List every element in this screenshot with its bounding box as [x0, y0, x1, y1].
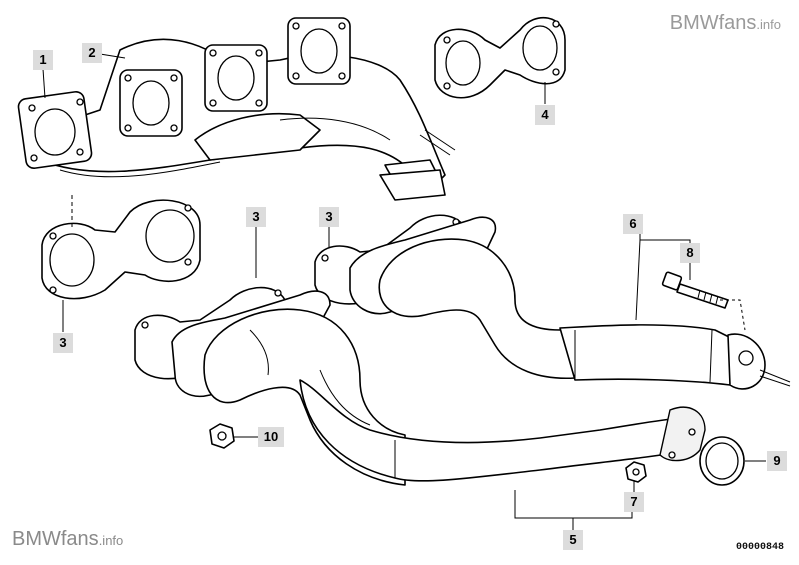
watermark-suffix: .info: [98, 533, 124, 548]
callout-10: 10: [258, 427, 284, 447]
nut-7: [625, 461, 647, 483]
gasket-4: [434, 16, 566, 99]
callout-7: 7: [624, 492, 644, 512]
callout-6: 6: [623, 214, 643, 234]
nut-10: [209, 423, 235, 449]
callout-3-middle: 3: [246, 207, 266, 227]
callout-9: 9: [767, 451, 787, 471]
watermark-brand: BMWfans: [12, 528, 99, 550]
callout-3-left: 3: [53, 333, 73, 353]
watermark-brand: BMWfans: [669, 12, 757, 34]
watermark-suffix: .info: [756, 17, 781, 32]
gasket-3-left: [41, 199, 201, 300]
callout-8: 8: [680, 243, 700, 263]
upper-exhaust-manifold: [17, 17, 456, 201]
watermark-bottom: BMWfans.info: [12, 528, 123, 551]
reference-code: 00000848: [736, 542, 785, 553]
lower-exhaust-manifold: [171, 216, 791, 486]
callout-4: 4: [535, 105, 555, 125]
callout-1: 1: [33, 50, 53, 70]
callout-3-right: 3: [319, 207, 339, 227]
watermark-top: BMWfans.info: [670, 12, 781, 35]
seal-ring-9: [699, 436, 745, 486]
callout-5: 5: [563, 530, 583, 550]
bolt-8: [661, 271, 729, 309]
callout-2: 2: [82, 43, 102, 63]
